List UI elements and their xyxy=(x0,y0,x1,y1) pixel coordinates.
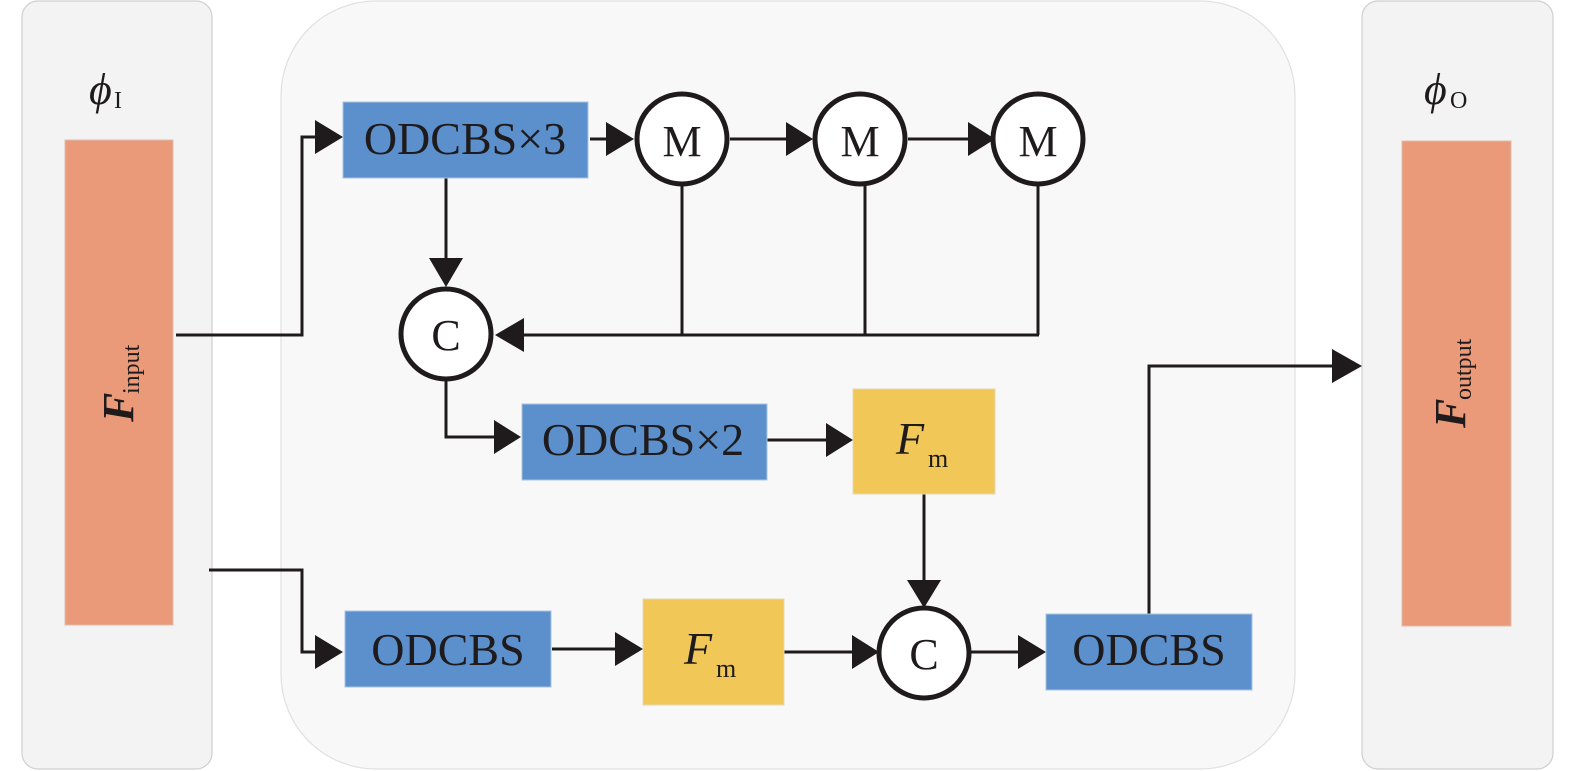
connections xyxy=(176,120,1362,669)
concat-node-2 xyxy=(876,605,972,701)
m-node-1-label: M xyxy=(662,117,701,166)
arrow-to-m1 xyxy=(606,122,634,156)
odcbs-x3-label: ODCBS×3 xyxy=(364,113,566,164)
odcbs-bottom-block xyxy=(344,610,552,688)
arrow-to-c2-left xyxy=(852,635,879,669)
m-node-3 xyxy=(990,91,1086,187)
wire-to-output xyxy=(1147,364,1340,614)
output-feature-label: F output xyxy=(1426,338,1477,429)
m-node-2-label: M xyxy=(840,117,879,166)
input-feature-block xyxy=(64,139,174,626)
concat-node-1-label: C xyxy=(431,311,460,360)
arrow-to-fm-bottom xyxy=(615,632,643,666)
odcbs-x2-block xyxy=(521,403,768,481)
arrow-to-c1-top xyxy=(429,258,463,287)
wire-input-top xyxy=(176,135,318,337)
wire-c1-odcbs-x2 xyxy=(444,381,498,439)
wire-input-bottom xyxy=(209,568,318,654)
odcbs-x3-block xyxy=(342,101,589,179)
input-feature-label: F input xyxy=(94,344,145,423)
m-node-2 xyxy=(812,91,908,187)
odcbs-bottom-label: ODCBS xyxy=(371,624,524,675)
arrow-to-odcbs-final xyxy=(1018,635,1046,669)
fm-block-bottom xyxy=(642,598,785,706)
arrow-to-m3 xyxy=(968,122,995,156)
arrow-to-output xyxy=(1332,349,1362,383)
arrow-to-odcbs-bottom xyxy=(315,635,343,669)
input-feature-subscript: input xyxy=(119,344,145,394)
fm-bottom-main: F xyxy=(683,623,713,674)
arrow-to-m2 xyxy=(786,122,813,156)
fm-top-main: F xyxy=(895,413,925,464)
fm-top-subscript: m xyxy=(928,444,948,473)
arrow-to-fm-top xyxy=(826,423,853,457)
phi-input-subscript: I xyxy=(114,88,122,114)
fm-block-top xyxy=(852,388,996,495)
arrow-to-odcbs-x2 xyxy=(494,420,521,454)
arrow-to-c1-right xyxy=(495,318,524,352)
arrow-to-odcbs-x3 xyxy=(315,120,343,154)
output-feature-subscript: output xyxy=(1451,338,1477,400)
concat-node-1 xyxy=(398,286,494,382)
m-node-3-label: M xyxy=(1018,117,1057,166)
odcbs-final-label: ODCBS xyxy=(1072,624,1225,675)
odcbs-x2-label: ODCBS×2 xyxy=(542,414,744,465)
concat-node-2-label: C xyxy=(909,630,938,679)
phi-input-symbol: ϕ xyxy=(89,65,112,114)
phi-output-subscript: O xyxy=(1450,88,1467,114)
fm-bottom-subscript: m xyxy=(716,654,736,683)
m-node-1 xyxy=(634,91,730,187)
center-panel xyxy=(280,0,1296,770)
output-feature-main: F xyxy=(1426,399,1475,429)
odcbs-final-block xyxy=(1045,613,1253,691)
input-feature-main: F xyxy=(94,393,143,423)
arrow-to-c2-top xyxy=(907,580,941,608)
output-feature-block xyxy=(1401,140,1512,627)
phi-output-symbol: ϕ xyxy=(1424,65,1447,114)
